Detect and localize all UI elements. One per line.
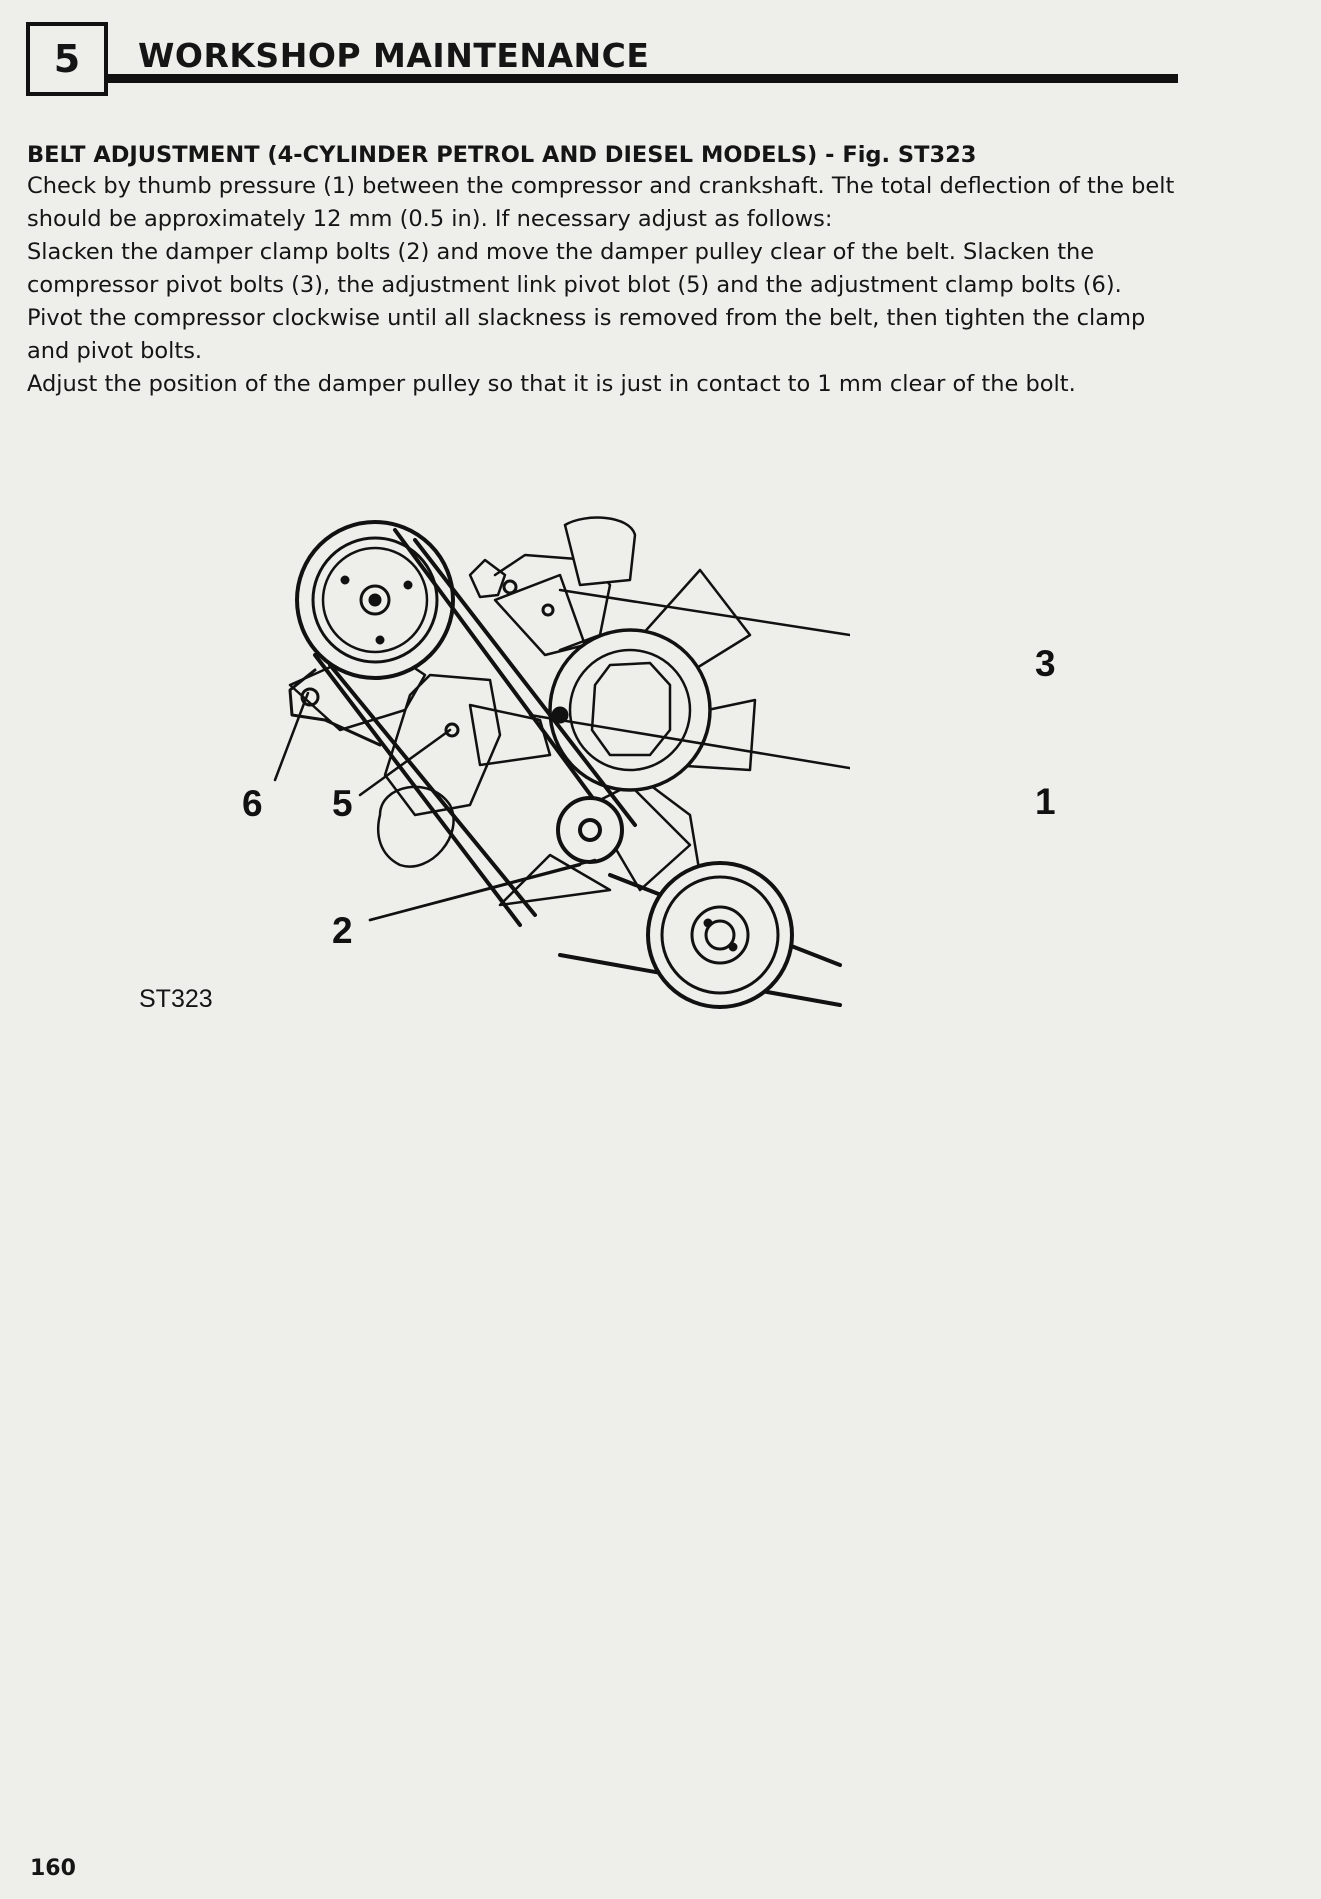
header-rule	[106, 74, 1178, 83]
belt-diagram	[230, 515, 850, 1015]
chapter-number: 5	[53, 37, 81, 81]
crankshaft-pulley	[646, 861, 794, 1009]
callout-5: 5	[332, 783, 353, 824]
figure-reference: ST323	[139, 985, 213, 1013]
callout-1: 1	[1035, 781, 1056, 822]
callout-6: 6	[242, 783, 263, 824]
damper-pulley	[556, 796, 624, 864]
chapter-number-box: 5	[26, 22, 108, 96]
callout-2: 2	[332, 910, 353, 951]
callout-leaders	[273, 588, 850, 922]
chapter-title: WORKSHOP MAINTENANCE	[138, 36, 650, 75]
paragraph-slacken: Slacken the damper clamp bolts (2) and m…	[27, 239, 1146, 364]
section: BELT ADJUSTMENT (4-CYLINDER PETROL AND D…	[27, 142, 1177, 401]
section-heading: BELT ADJUSTMENT (4-CYLINDER PETROL AND D…	[27, 142, 977, 168]
paragraph-adjust: Adjust the position of the damper pulley…	[27, 371, 1076, 397]
paragraph-check: Check by thumb pressure (1) between the …	[27, 173, 1175, 232]
engine-belt-illustration	[273, 516, 850, 1009]
page-number: 160	[30, 1856, 76, 1881]
callout-3: 3	[1035, 643, 1056, 684]
fan-pulley	[548, 628, 712, 792]
compressor-bracket	[288, 668, 382, 747]
